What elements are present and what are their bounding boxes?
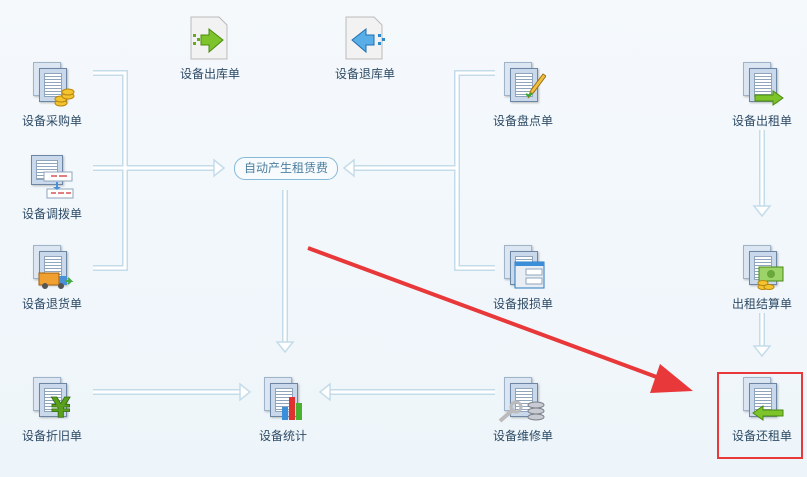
node-label: 设备采购单	[21, 114, 82, 128]
depreciation-icon: ¥	[29, 377, 75, 423]
node-outbound[interactable]: 设备出库单	[165, 15, 255, 82]
rent-out-icon	[739, 62, 785, 108]
connector-right-bracket	[350, 70, 495, 271]
red-annotation-arrow	[307, 246, 693, 393]
node-rent-return[interactable]: 设备还租单	[717, 377, 807, 444]
repair-icon	[498, 377, 546, 423]
node-rent-settlement[interactable]: 出租结算单	[717, 245, 807, 312]
node-label: 设备出库单	[179, 67, 240, 81]
node-statistics[interactable]: 设备统计	[238, 377, 328, 444]
inventory-check-icon	[500, 62, 546, 108]
rent-return-icon	[739, 377, 785, 423]
node-label: 设备调拨单	[21, 207, 82, 221]
node-purchase[interactable]: 设备采购单	[7, 62, 97, 129]
return-goods-icon	[29, 245, 75, 291]
arrowhead	[752, 205, 772, 218]
node-return-goods[interactable]: 设备退货单	[7, 245, 97, 312]
node-label: 设备维修单	[492, 429, 553, 443]
node-label: 设备出租单	[731, 114, 792, 128]
damage-report-icon	[500, 245, 546, 291]
node-rent-out[interactable]: 设备出租单	[717, 62, 807, 129]
node-repair[interactable]: 设备维修单	[478, 377, 568, 444]
node-label: 设备报损单	[492, 297, 553, 311]
node-stock-return[interactable]: 设备退库单	[320, 15, 410, 82]
arrowhead	[275, 341, 295, 354]
node-label: 设备折旧单	[21, 429, 82, 443]
node-label: 设备退货单	[21, 297, 82, 311]
statistics-icon	[260, 377, 306, 423]
node-inventory[interactable]: 设备盘点单	[478, 62, 568, 129]
arrowhead	[239, 382, 252, 402]
transfer-order-icon	[29, 155, 75, 201]
stock-return-icon	[342, 15, 388, 61]
node-label: 设备盘点单	[492, 114, 553, 128]
outbound-icon	[187, 15, 233, 61]
arrowhead	[342, 158, 355, 178]
auto-rental-fee-label: 自动产生租赁费	[234, 157, 338, 180]
node-label: 设备退库单	[334, 67, 395, 81]
arrowhead	[213, 158, 226, 178]
node-label: 设备统计	[258, 429, 307, 443]
highlight-box	[717, 372, 803, 459]
svg-text:¥: ¥	[51, 391, 71, 421]
node-label: 设备还租单	[731, 429, 792, 443]
node-damage[interactable]: 设备报损单	[478, 245, 568, 312]
node-transfer[interactable]: 设备调拨单	[7, 155, 97, 222]
arrowhead	[318, 382, 331, 402]
node-depreciation[interactable]: ¥ 设备折旧单	[7, 377, 97, 444]
arrowhead	[752, 345, 772, 358]
node-label: 出租结算单	[731, 297, 792, 311]
connector-left-bracket	[93, 70, 218, 271]
rent-settlement-icon	[739, 245, 785, 291]
purchase-order-icon	[29, 62, 75, 108]
